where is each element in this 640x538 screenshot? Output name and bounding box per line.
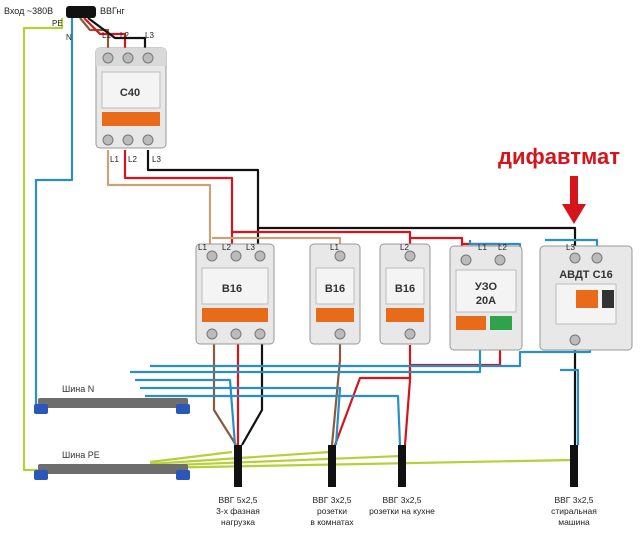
n-bus-label: Шина N xyxy=(62,384,94,394)
c40-l2-out xyxy=(123,150,234,245)
pe-ret-1 xyxy=(149,450,233,464)
main-l3-in xyxy=(87,17,147,50)
rcbo-handle[interactable] xyxy=(576,290,598,308)
out4-line3: машина xyxy=(558,517,590,527)
callout-arrow-icon xyxy=(562,204,586,224)
b1-l1: L1 xyxy=(198,243,207,252)
rcbo-avdt[interactable]: АВДТ С16 L3 xyxy=(539,243,633,351)
breaker-3p-b16[interactable]: B16 L1 L2 L3 xyxy=(195,243,275,345)
c40-out-l3: L3 xyxy=(152,155,161,164)
c40-out-l2: L2 xyxy=(128,155,137,164)
out3-line1: ВВГ 3х2,5 xyxy=(382,495,421,505)
breaker-3-handle[interactable] xyxy=(386,308,424,322)
breaker-1p-rooms[interactable]: B16 L1 xyxy=(309,243,361,345)
c40-in-l2: L2 xyxy=(120,31,129,40)
rcd-uzo[interactable]: УЗО 20А L1 L2 xyxy=(449,243,523,351)
n-ret-2 xyxy=(135,378,237,446)
out1-line2: 3-х фазная xyxy=(216,506,260,516)
n-ret-4 xyxy=(145,394,402,446)
breaker-1-rating: B16 xyxy=(222,283,242,295)
main-l1-in xyxy=(79,17,110,50)
out4-line1: ВВГ 3х2,5 xyxy=(554,495,593,505)
output-cables xyxy=(234,445,578,487)
rcd-l2: L2 xyxy=(498,243,507,252)
b2-l: L1 xyxy=(330,243,339,252)
c40-l3-out xyxy=(146,150,260,245)
n-wire-in xyxy=(34,18,74,407)
rcd-l1: L1 xyxy=(478,243,487,252)
rcd-test-button[interactable] xyxy=(490,316,512,330)
c40-out-l1: L1 xyxy=(110,155,119,164)
pe-bus: Шина PE xyxy=(34,450,190,480)
l3-bus xyxy=(258,226,577,248)
input-n-label: N xyxy=(66,33,72,42)
breaker-3-rating: B16 xyxy=(395,283,415,295)
out3-line2: розетки на кухне xyxy=(369,506,435,516)
out1-line1: ВВГ 5х2,5 xyxy=(218,495,257,505)
callout: дифавтмат xyxy=(498,144,620,224)
out3-l xyxy=(403,345,412,446)
out2-l xyxy=(330,342,342,446)
n-ret-6 xyxy=(560,368,580,445)
out2-line2: розетки xyxy=(317,506,347,516)
main-l2-in xyxy=(83,17,127,50)
b3-l: L2 xyxy=(400,243,409,252)
callout-arrow-shaft xyxy=(570,176,578,206)
main-breaker-handle[interactable] xyxy=(102,112,160,126)
pe-wire-in xyxy=(22,18,64,472)
callout-label: дифавтмат xyxy=(498,144,620,169)
l2-bus xyxy=(232,230,412,248)
input-label: Вход ~380В xyxy=(4,6,53,16)
out1-l3 xyxy=(241,342,264,446)
out4-line2: стиральная xyxy=(551,506,597,516)
pe-ret-3 xyxy=(149,454,403,468)
rcbo-rating: АВДТ С16 xyxy=(559,269,613,281)
breaker-2-rating: B16 xyxy=(325,283,345,295)
b1-l2: L2 xyxy=(222,243,231,252)
main-breaker[interactable]: C40 L1 L2 L3 L1 L2 L3 xyxy=(95,31,167,164)
pe-bus-label: Шина PE xyxy=(62,450,100,460)
rcd-handle[interactable] xyxy=(456,316,486,330)
b1-l3: L3 xyxy=(246,243,255,252)
wires xyxy=(22,17,599,472)
pe-ret-4 xyxy=(149,458,574,470)
n-bus: Шина N xyxy=(34,384,190,414)
rcbo-l3: L3 xyxy=(566,243,575,252)
output-captions: ВВГ 5х2,5 3-х фазная нагрузка ВВГ 3х2,5 … xyxy=(216,495,597,527)
main-breaker-rating: C40 xyxy=(120,87,140,99)
input-cable-label: ВВГнг xyxy=(100,6,125,16)
rcd-rating-1: УЗО xyxy=(475,281,498,293)
rcbo-test-button[interactable] xyxy=(602,290,614,308)
breaker-1-handle[interactable] xyxy=(202,308,268,322)
out2-line3: в комнатах xyxy=(310,517,354,527)
rcd-rating-2: 20А xyxy=(476,295,496,307)
c40-in-l3: L3 xyxy=(145,31,154,40)
out1-line3: нагрузка xyxy=(221,517,255,527)
n-ret-1 xyxy=(130,350,482,374)
input-pe-label: PE xyxy=(52,19,63,28)
out1-l1 xyxy=(212,342,237,446)
c40-in-l1: L1 xyxy=(102,31,111,40)
n-ret-5 xyxy=(150,348,592,368)
n-ret-3 xyxy=(140,386,342,446)
c40-l1-out xyxy=(106,150,212,245)
out2-line1: ВВГ 3х2,5 xyxy=(312,495,351,505)
breaker-2-handle[interactable] xyxy=(316,308,354,322)
breaker-1p-kitchen[interactable]: B16 L2 xyxy=(379,243,431,345)
input-cable: Вход ~380В ВВГнг PE N xyxy=(4,6,125,42)
